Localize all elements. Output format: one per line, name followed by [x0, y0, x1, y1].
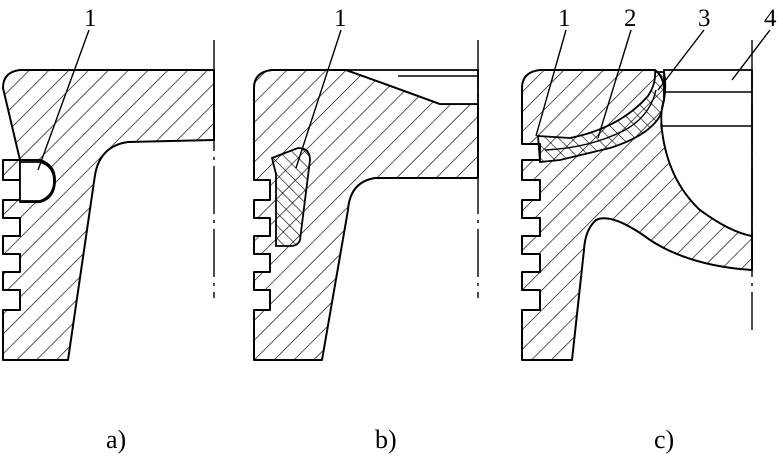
- panel-b: 1 b): [253, 5, 479, 454]
- panel-a-ring-insert: [19, 161, 55, 202]
- panel-b-leader-1: [295, 29, 342, 169]
- panel-a-piston-section: [2, 69, 215, 361]
- panel-a-caption: a): [106, 425, 126, 454]
- panel-c-leader-3: [657, 29, 705, 91]
- panel-c-label-3: 3: [698, 5, 711, 32]
- panel-a-label-1: 1: [84, 5, 97, 32]
- panel-c: 1 2 3 4 c): [521, 5, 777, 454]
- panel-c-leader-1: [535, 29, 567, 137]
- panel-c-label-1: 1: [558, 5, 571, 32]
- panel-a: 1 a): [2, 5, 215, 454]
- panel-b-top-cavity: [345, 69, 479, 105]
- panel-c-label-2: 2: [624, 5, 637, 32]
- panel-c-insert-inner: [544, 89, 657, 151]
- panel-a-leader-1: [37, 29, 90, 171]
- panel-c-label-4: 4: [764, 5, 777, 32]
- panel-c-leader-4: [731, 29, 771, 81]
- panel-c-insert-ring: [537, 71, 667, 163]
- panel-b-label-1: 1: [334, 5, 347, 32]
- panel-b-caption: b): [375, 425, 397, 454]
- panel-b-piston-section: [253, 69, 479, 361]
- panel-b-ring-insert: [270, 147, 311, 247]
- panel-c-caption: c): [654, 425, 674, 454]
- panel-c-leader-2: [597, 29, 632, 139]
